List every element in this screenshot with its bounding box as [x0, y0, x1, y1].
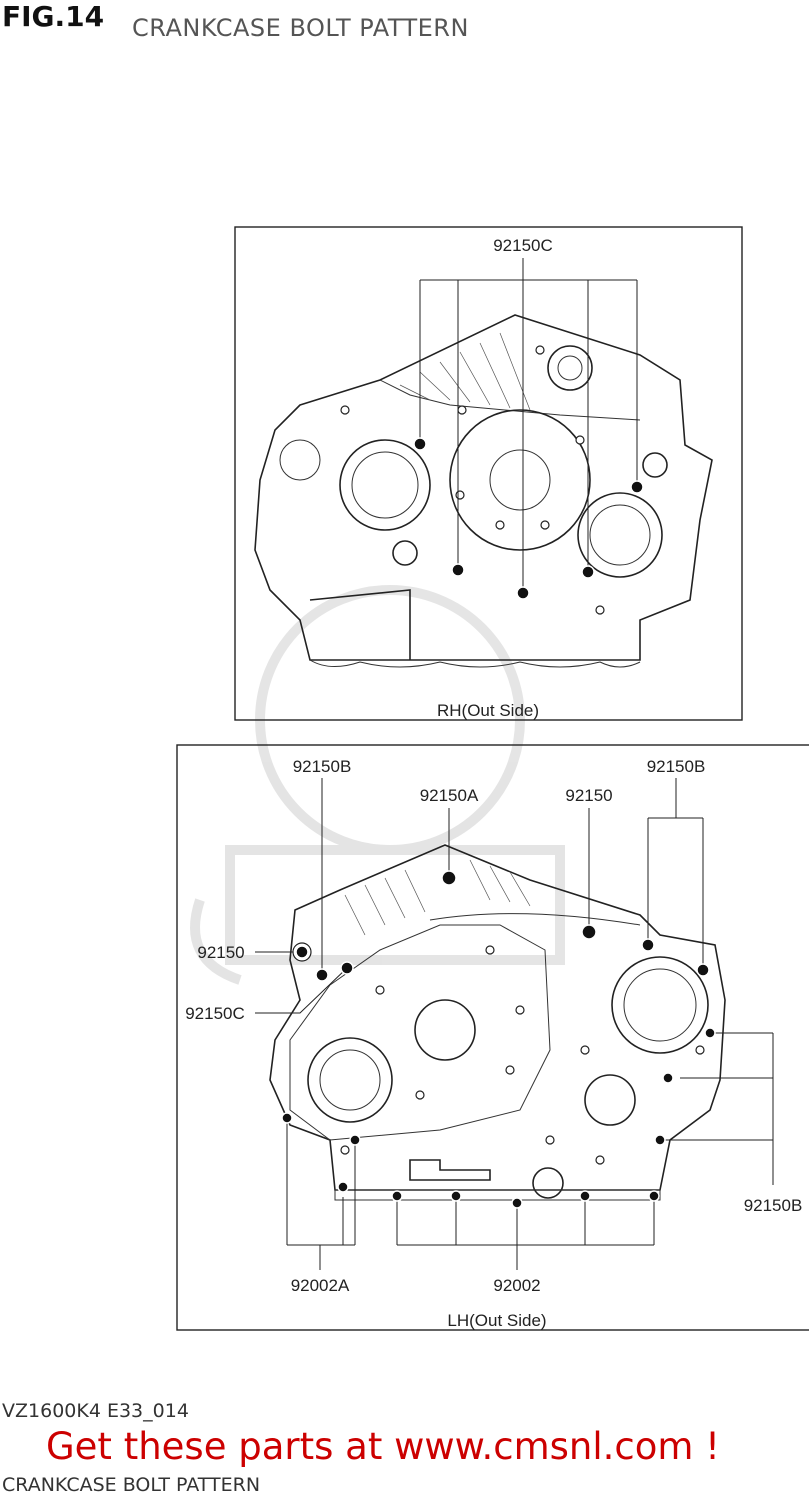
- lh-caption: LH(Out Side): [447, 1311, 546, 1330]
- bolt-marker: [516, 586, 530, 600]
- svg-text:92150: 92150: [197, 943, 244, 962]
- svg-text:92002: 92002: [493, 1276, 540, 1295]
- svg-text:92150: 92150: [565, 786, 612, 805]
- rh-crankcase-drawing: [254, 314, 713, 668]
- figure-number: FIG.14: [2, 0, 105, 33]
- lh-callout-92150-top: 92150: [565, 786, 613, 940]
- lh-callout-92150B-lower-right: 92150B: [654, 1027, 803, 1215]
- rh-view-frame: [234, 226, 743, 721]
- rh-caption: RH(Out Side): [437, 701, 539, 720]
- svg-text:92002A: 92002A: [291, 1276, 350, 1295]
- rh-view: 92150C RH(Out Side): [234, 226, 743, 721]
- lh-view: 92150B 92150A 92150 92150B 92150 921: [176, 744, 809, 1331]
- lh-callout-92150-left: 92150: [197, 942, 312, 962]
- footer-title: CRANKCASE BOLT PATTERN: [2, 1474, 261, 1496]
- diagram-code: VZ1600K4 E33_014: [2, 1400, 189, 1422]
- lh-callout-92150B-left: 92150B: [293, 757, 352, 982]
- lh-callout-92150B-right: 92150B: [641, 757, 710, 977]
- rh-callout-92150C: 92150C: [413, 236, 644, 600]
- lh-callout-92002: 92002: [391, 1190, 660, 1295]
- svg-text:92150B: 92150B: [744, 1196, 803, 1215]
- bolt-marker: [451, 563, 465, 577]
- lh-callout-92150C: 92150C: [185, 961, 354, 1023]
- promo-link[interactable]: Get these parts at www.cmsnl.com !: [46, 1425, 721, 1468]
- svg-text:92150C: 92150C: [185, 1004, 245, 1023]
- svg-text:92150A: 92150A: [420, 786, 479, 805]
- page-title: CRANKCASE BOLT PATTERN: [132, 14, 469, 42]
- bolt-marker: [630, 480, 644, 494]
- lh-crankcase-drawing: [269, 844, 726, 1201]
- bolt-marker: [581, 565, 595, 579]
- svg-text:92150B: 92150B: [647, 757, 706, 776]
- bolt-marker: [413, 437, 427, 451]
- lh-view-frame: [176, 744, 809, 1331]
- lh-callout-92150A: 92150A: [420, 786, 479, 886]
- lh-callout-92002A: 92002A: [281, 1112, 361, 1295]
- cms-watermark: [190, 585, 565, 985]
- svg-text:92150C: 92150C: [493, 236, 553, 255]
- svg-text:92150B: 92150B: [293, 757, 352, 776]
